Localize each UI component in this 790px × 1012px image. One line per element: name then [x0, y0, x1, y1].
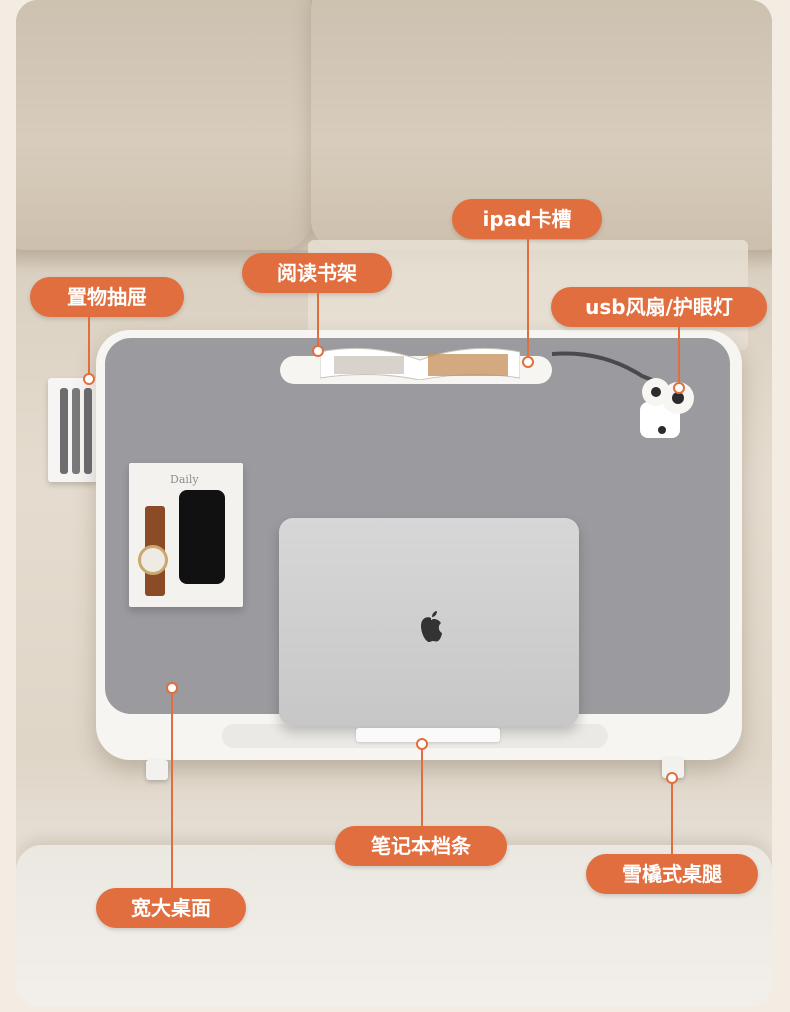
leader-line: [88, 317, 90, 377]
leader-line: [678, 327, 680, 385]
usb-cable: [552, 351, 664, 386]
leader-line: [671, 778, 673, 854]
leader-dot: [83, 373, 95, 385]
callout-lamp: usb风扇/护眼灯: [551, 287, 767, 327]
pen: [60, 388, 68, 474]
pen: [72, 388, 80, 474]
smartphone: [179, 490, 225, 584]
desk-leg: [146, 760, 168, 780]
leader-dot: [312, 345, 324, 357]
callout-laptop-bar: 笔记本档条: [335, 826, 507, 866]
pen: [84, 388, 92, 474]
callout-legs: 雪橇式桌腿: [586, 854, 758, 894]
leader-dot: [416, 738, 428, 750]
notepad-title: Daily: [170, 473, 199, 486]
callout-bookshelf: 阅读书架: [242, 253, 392, 293]
leader-dot: [666, 772, 678, 784]
callout-desktop: 宽大桌面: [96, 888, 246, 928]
leader-dot: [522, 356, 534, 368]
leader-dot: [673, 382, 685, 394]
sofa-back-cushion-left: [16, 0, 311, 250]
apple-logo-icon: [421, 611, 442, 642]
book-on-shelf: [320, 347, 520, 380]
watch: [138, 545, 168, 575]
leader-line: [171, 690, 173, 888]
leader-line: [527, 239, 529, 359]
leader-line: [317, 293, 319, 349]
leader-dot: [166, 682, 178, 694]
callout-drawer: 置物抽屉: [30, 277, 184, 317]
leader-line: [421, 744, 423, 826]
lamp-icon: [640, 378, 694, 438]
laptop-stop-bar: [356, 728, 500, 742]
callout-ipad: ipad卡槽: [452, 199, 602, 239]
